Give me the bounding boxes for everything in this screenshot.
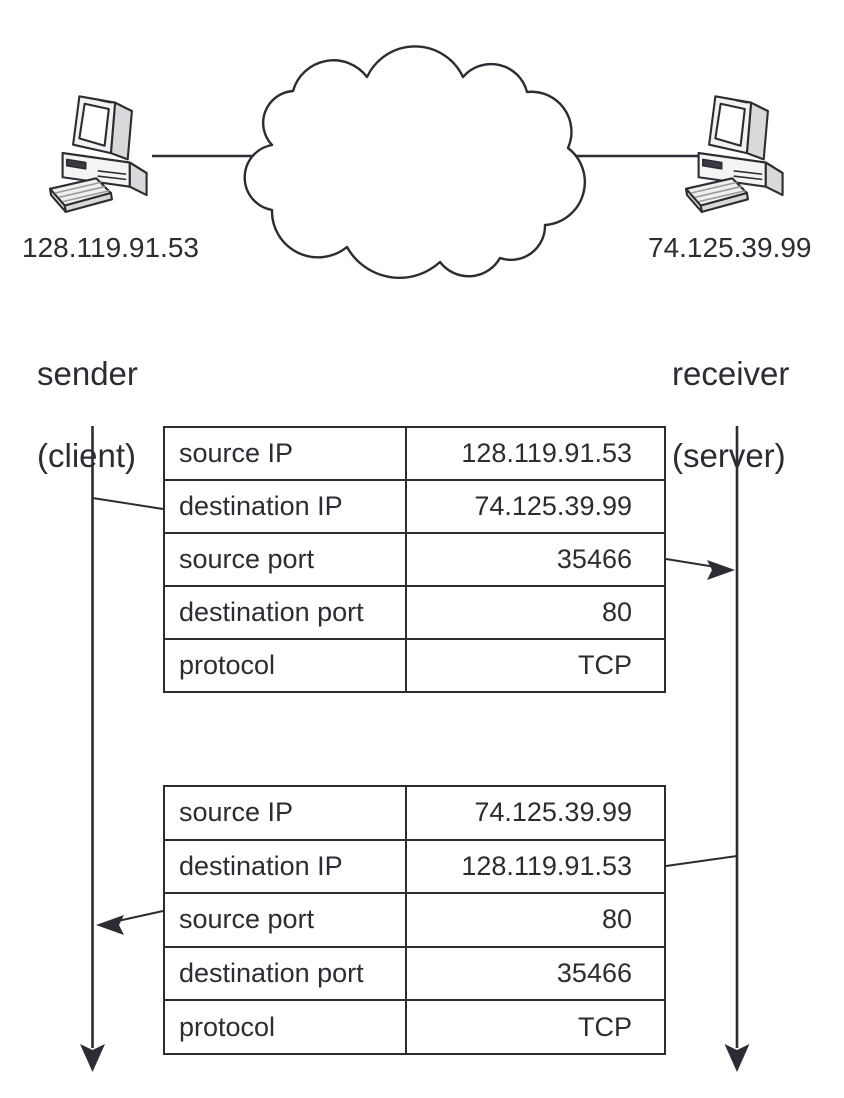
field-value: 128.119.91.53: [461, 850, 632, 881]
field-value: 35466: [556, 544, 632, 574]
server-ip-label: 74.125.39.99: [648, 232, 812, 263]
field-value: 35466: [556, 958, 632, 989]
field-value: TCP: [578, 1011, 632, 1042]
packet2-header-table: source IP 74.125.39.99 destination IP 12…: [163, 785, 666, 1055]
field-value: 80: [601, 597, 632, 627]
field-label: source IP: [165, 787, 407, 839]
field-value: 80: [601, 904, 632, 935]
receiver-role-detail-line: (server): [672, 437, 786, 474]
server-computer-icon: [684, 95, 784, 213]
table-row: destination IP 128.119.91.53: [165, 838, 664, 893]
field-label: destination port: [165, 947, 407, 1000]
field-value: 128.119.91.53: [461, 438, 632, 468]
table-row: source IP 128.119.91.53: [165, 428, 664, 479]
sender-role-detail-line: (client): [37, 437, 137, 474]
client-computer-icon: [48, 95, 148, 213]
field-label: destination IP: [165, 840, 407, 893]
table-row: protocol TCP: [165, 999, 664, 1053]
field-label: protocol: [165, 1001, 407, 1053]
field-label: protocol: [165, 640, 407, 691]
sender-role-line: sender: [37, 355, 138, 392]
packet1-header-table: source IP 128.119.91.53 destination IP 7…: [163, 426, 666, 693]
table-row: destination IP 74.125.39.99: [165, 479, 664, 532]
table-row: source IP 74.125.39.99: [165, 787, 664, 839]
packet2-arrowhead-icon: [96, 915, 124, 935]
receiver-role-line: receiver: [672, 355, 790, 392]
receiver-role-label: receiver (server): [672, 312, 789, 517]
field-value: 74.125.39.99: [474, 797, 632, 828]
table-row: protocol TCP: [165, 638, 664, 691]
table-row: source port 80: [165, 892, 664, 946]
field-value: TCP: [578, 650, 632, 680]
field-label: source port: [165, 534, 407, 585]
field-label: destination IP: [165, 481, 407, 532]
client-ip-label: 128.119.91.53: [22, 232, 199, 263]
field-label: source IP: [165, 428, 407, 479]
field-value: 74.125.39.99: [474, 491, 632, 521]
sender-role-label: sender (client): [37, 312, 138, 517]
internet-cloud: [243, 45, 587, 280]
table-row: destination port 80: [165, 585, 664, 638]
packet1-from-sender-connector: [92, 497, 164, 510]
packet2-from-receiver-connector: [665, 855, 738, 867]
sender-timeline-arrowhead-icon: [80, 1044, 105, 1072]
table-row: destination port 35466: [165, 945, 664, 1000]
table-row: source port 35466: [165, 532, 664, 585]
field-label: destination port: [165, 587, 407, 638]
receiver-timeline-arrowhead-icon: [724, 1044, 750, 1072]
field-label: source port: [165, 894, 407, 946]
packet1-arrowhead-icon: [707, 560, 735, 580]
